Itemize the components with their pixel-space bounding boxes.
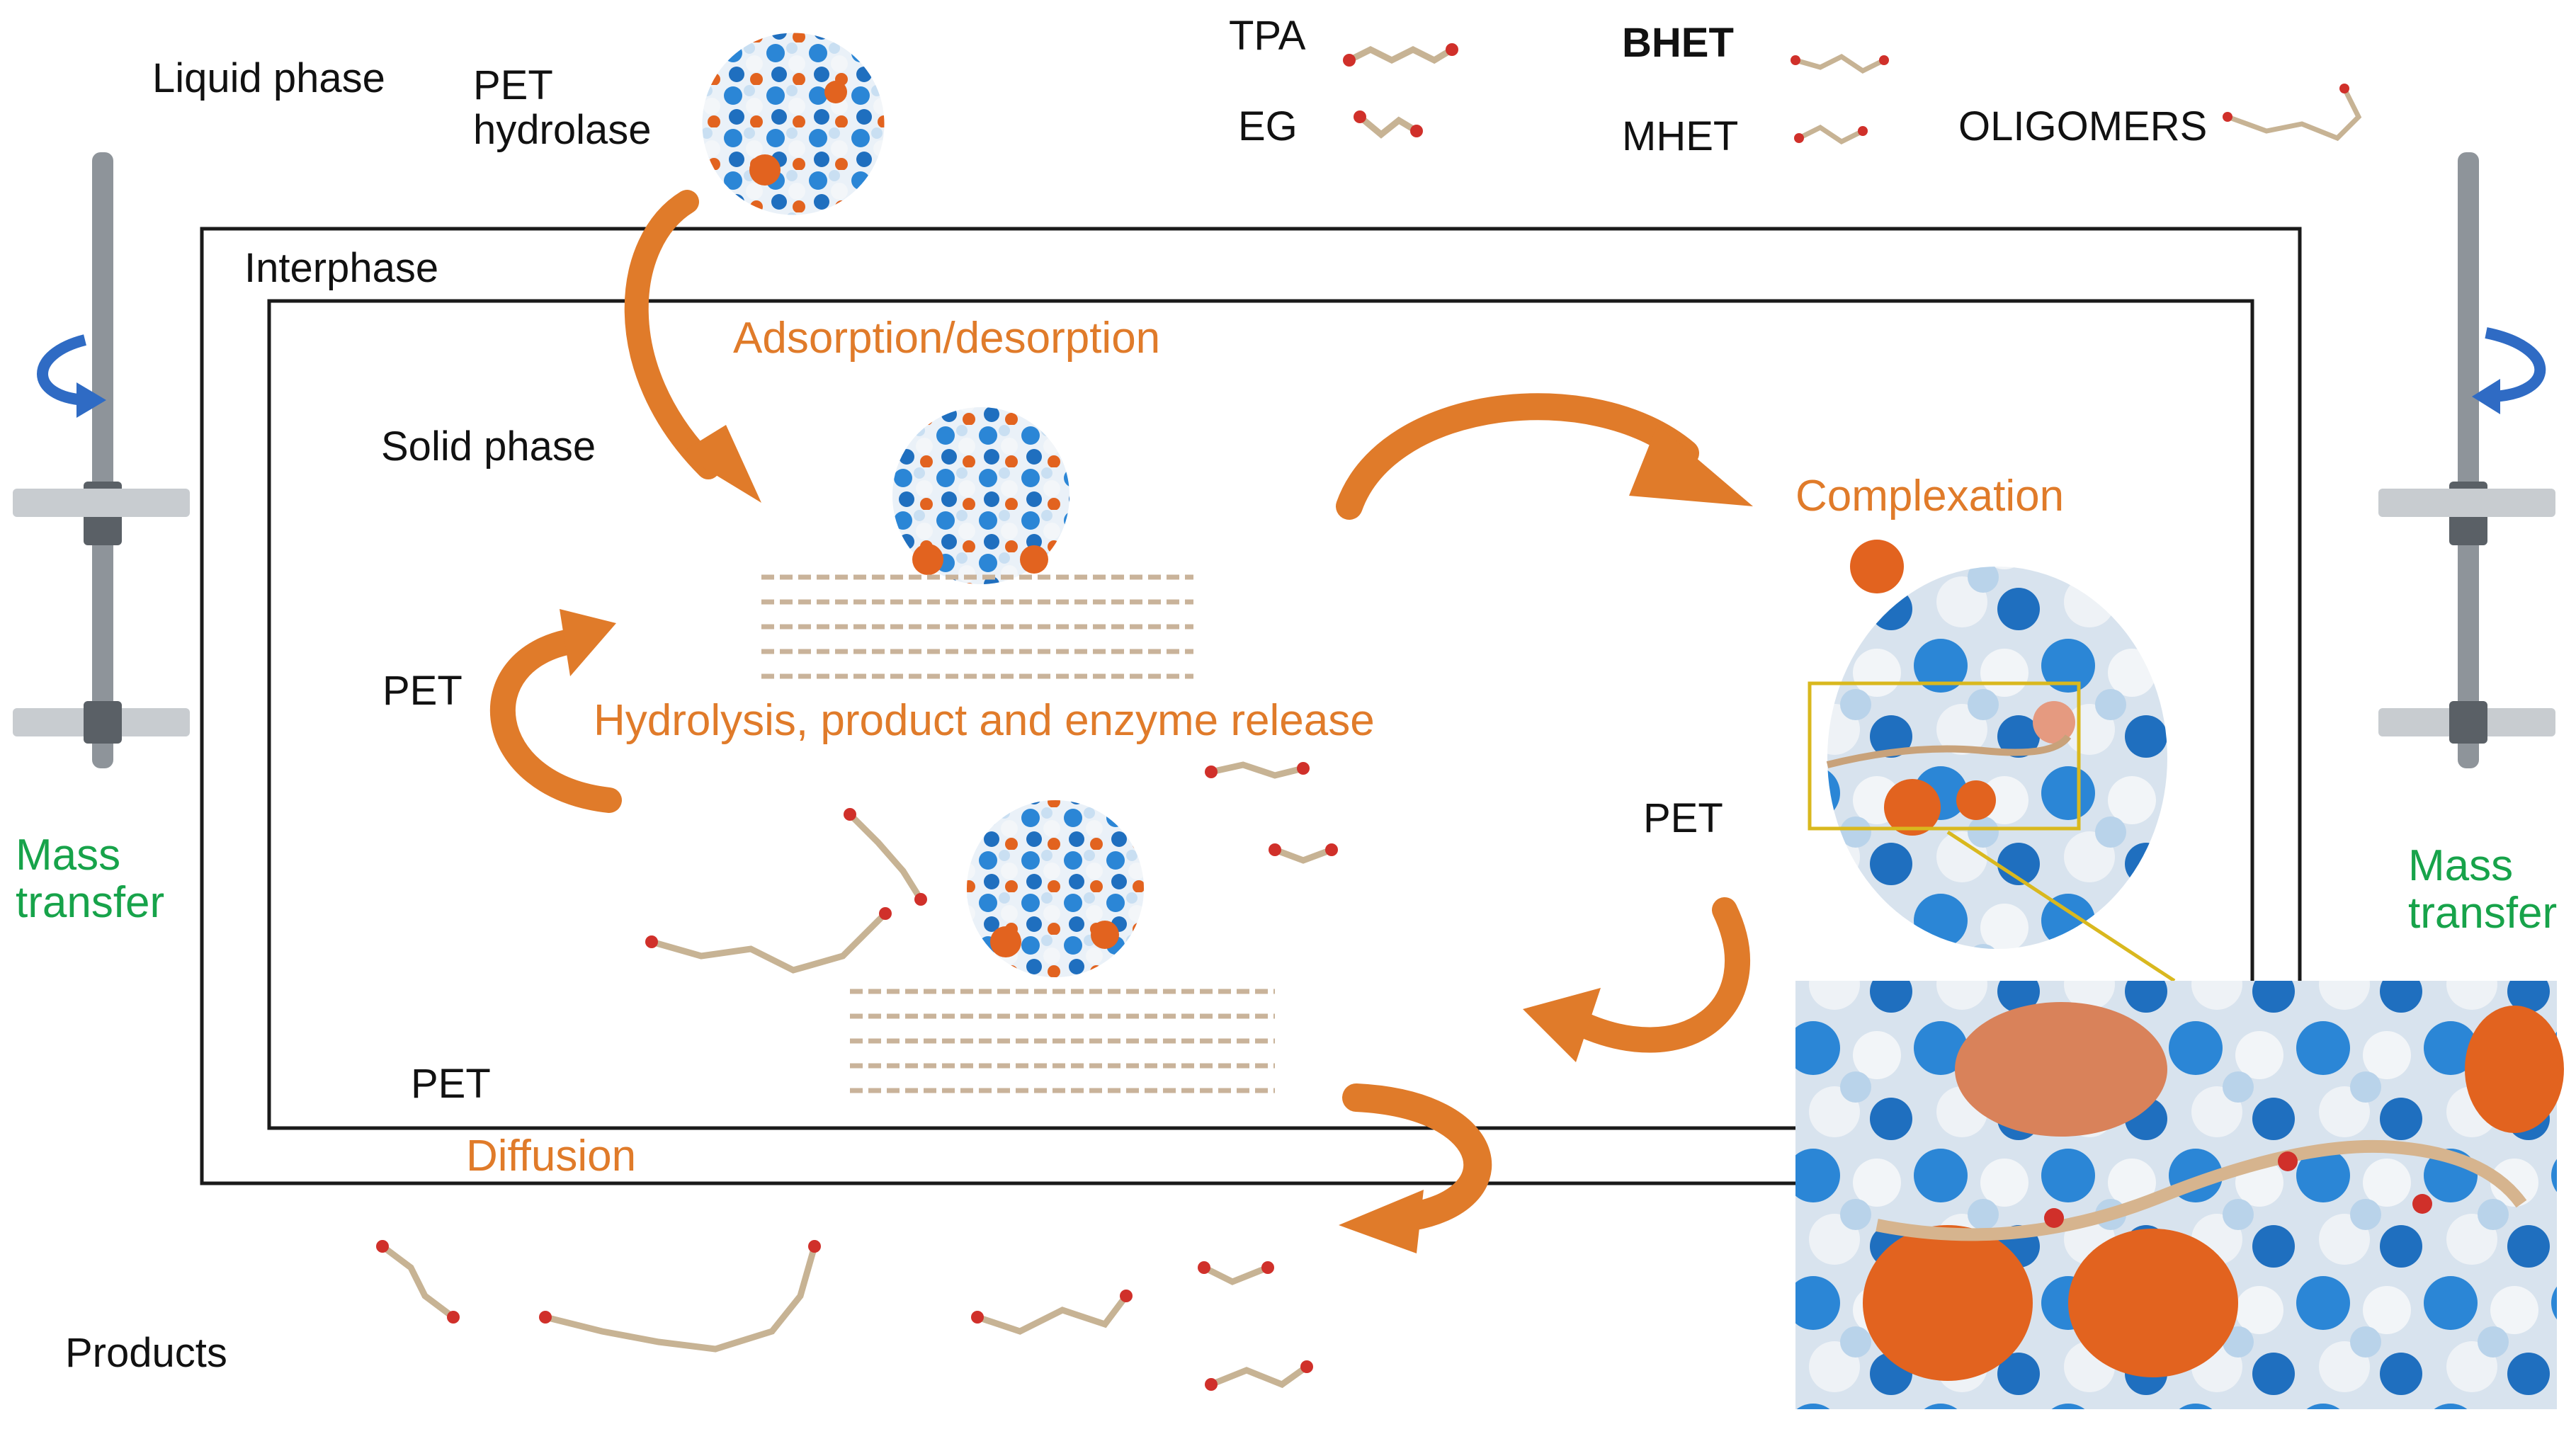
adsorption-desorption-label: Adsorption/desorption — [733, 314, 1161, 363]
bhet-molecule-icon — [1791, 53, 1889, 74]
legend-label-oligomers: OLIGOMERS — [1958, 103, 2208, 149]
legend-label-bhet: BHET — [1622, 20, 1734, 66]
legend-label-eg: EG — [1238, 103, 1298, 149]
enzyme-liquid-phase — [700, 30, 887, 217]
diffusion-arrowhead — [1339, 1190, 1424, 1253]
tpa-molecule-icon — [1343, 43, 1458, 67]
rotation-arrowhead-left — [76, 382, 106, 418]
enzyme-complex — [1808, 540, 2167, 949]
pet-hydrolase-label: PET hydrolase — [473, 62, 652, 153]
release-arrow — [1560, 897, 1750, 1053]
product-oxygen-atoms — [376, 762, 1338, 1391]
solid-phase-label: Solid phase — [381, 423, 596, 470]
adsorption-arrow — [624, 190, 720, 479]
pet-label-right: PET — [1643, 795, 1723, 841]
enzyme-adsorbed — [892, 407, 1069, 584]
hydrolysis-cycle-arrow — [489, 628, 622, 813]
stirrer-left — [13, 152, 190, 768]
enzyme-released — [967, 800, 1144, 977]
liquid-phase-label: Liquid phase — [152, 55, 385, 101]
diffusion-arrow — [1342, 1083, 1492, 1232]
solid-phase-frame — [267, 299, 2254, 1130]
release-arrowhead — [1523, 988, 1601, 1062]
zoom-panel — [1795, 981, 2564, 1409]
zoom-connector — [1946, 830, 2176, 983]
interphase-frame — [200, 227, 2302, 1185]
eg-molecule-icon — [1354, 110, 1423, 139]
mass-transfer-label-left: Mass transfer — [16, 831, 165, 927]
pet-crystal-upper — [761, 574, 1193, 679]
rotation-arrowhead-right — [2472, 379, 2500, 414]
adsorption-arrowhead — [680, 425, 761, 503]
hydrolysis-label: Hydrolysis, product and enzyme release — [594, 696, 1375, 745]
complexation-label: Complexation — [1795, 472, 2065, 520]
mhet-molecule-icon — [1794, 124, 1868, 145]
pet-crystal-lower — [850, 989, 1275, 1093]
pet-label-left: PET — [382, 668, 463, 714]
product-molecules — [380, 761, 1333, 1389]
hydrolysis-cycle-arrowhead — [560, 609, 616, 676]
mass-transfer-label-right: Mass transfer — [2408, 841, 2558, 938]
pet-label-bottom: PET — [411, 1061, 491, 1107]
rotation-arrow-right — [2485, 327, 2546, 402]
legend-label-mhet: MHET — [1622, 113, 1739, 159]
rotation-arrow-left — [37, 334, 87, 406]
active-site-box — [1808, 681, 2081, 831]
products-label: Products — [65, 1330, 227, 1376]
stirrer-right — [2378, 152, 2555, 768]
complexation-arrowhead — [1629, 425, 1753, 506]
interphase-label: Interphase — [244, 245, 439, 291]
legend-label-tpa: TPA — [1229, 13, 1306, 59]
complexation-arrow — [1336, 393, 1699, 520]
diffusion-label: Diffusion — [466, 1132, 637, 1180]
oligomers-molecule-icon — [2223, 84, 2362, 142]
